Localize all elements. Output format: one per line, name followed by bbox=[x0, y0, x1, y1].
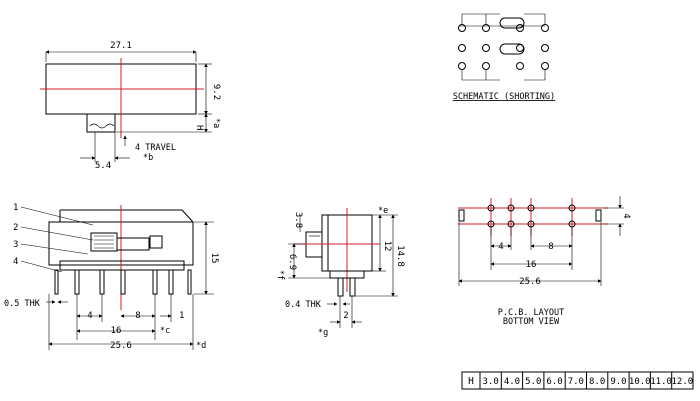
e-label: *e bbox=[378, 206, 388, 216]
side-pitch-4: 4 bbox=[87, 311, 92, 321]
pcb-dim-16: 16 bbox=[526, 260, 537, 270]
side-pitch-1: 1 bbox=[179, 311, 184, 321]
top-pitch-label: 5.4 bbox=[95, 161, 111, 171]
side-pitch-8: 8 bbox=[135, 311, 140, 321]
a-label: *a bbox=[211, 118, 221, 128]
end-view: 3.8 *e 12 14.8 6.9 *f 0.4 THK 2 *g bbox=[275, 206, 405, 338]
callout-3: 3 bbox=[13, 240, 18, 250]
d-label: *d bbox=[196, 341, 206, 351]
side-view: 1 2 3 4 15 0.5 THK 4 8 1 16 *c 25.6 bbox=[4, 203, 219, 351]
travel-label: 4 TRAVEL bbox=[135, 143, 176, 153]
side-thickness-label: 0.5 THK bbox=[4, 299, 41, 309]
h-table-value: 12.0 bbox=[672, 377, 694, 387]
actuator-top bbox=[86, 113, 116, 133]
end-dim-2: 2 bbox=[343, 311, 348, 321]
h-dim-label: H bbox=[194, 125, 204, 130]
h-table-value: 3.0 bbox=[483, 377, 499, 387]
pcb-title-2: BOTTOM VIEW bbox=[503, 317, 560, 327]
top-height-label: 9.2 bbox=[211, 84, 221, 100]
callout-2: 2 bbox=[13, 223, 18, 233]
c-label: *c bbox=[160, 326, 170, 336]
pcb-dim-256: 25.6 bbox=[519, 277, 541, 287]
g-label: *g bbox=[318, 328, 328, 338]
f-label: *f bbox=[275, 270, 285, 280]
pcb-dim-8: 8 bbox=[548, 242, 553, 252]
h-table-value: 8.0 bbox=[589, 377, 605, 387]
pcb-title-1: P.C.B. LAYOUT bbox=[498, 308, 565, 318]
h-table-value: 11.0 bbox=[650, 377, 672, 387]
side-overall-label: 25.6 bbox=[110, 341, 132, 351]
end-dim-148: 14.8 bbox=[395, 245, 405, 267]
pcb-slot-right bbox=[595, 209, 602, 222]
callout-1: 1 bbox=[13, 203, 18, 213]
h-table-value: 6.0 bbox=[546, 377, 562, 387]
pcb-layout: 4 4 8 16 25.6 P.C.B. LAYOUT BOTTOM VIEW bbox=[458, 196, 631, 327]
h-table-value: 10.0 bbox=[629, 377, 651, 387]
side-span-16: 16 bbox=[111, 326, 122, 336]
top-width-label: 27.1 bbox=[110, 41, 132, 51]
end-thickness-label: 0.4 THK bbox=[285, 300, 322, 310]
end-dim-69: 6.9 bbox=[287, 254, 297, 270]
pcb-dim-4: 4 bbox=[498, 242, 503, 252]
side-height-label: 15 bbox=[209, 253, 219, 264]
h-table-value: 9.0 bbox=[610, 377, 626, 387]
h-table-header: H bbox=[468, 376, 474, 387]
top-view: 27.1 5.4 4 TRAVEL *b 9.2 H *a bbox=[40, 41, 221, 171]
schematic-title: SCHEMATIC (SHORTING) bbox=[453, 92, 555, 102]
b-label: *b bbox=[143, 153, 153, 163]
pcb-dim-4-vert: 4 bbox=[621, 213, 631, 218]
end-dim-12: 12 bbox=[382, 241, 392, 252]
pcb-slot-left bbox=[458, 209, 465, 222]
callout-4: 4 bbox=[13, 257, 18, 267]
end-dim-38: 3.8 bbox=[293, 212, 303, 228]
h-table-value: 5.0 bbox=[525, 377, 541, 387]
h-table-value: 4.0 bbox=[504, 377, 520, 387]
h-table-value: 7.0 bbox=[568, 377, 584, 387]
side-pins bbox=[54, 269, 192, 295]
schematic: SCHEMATIC (SHORTING) bbox=[453, 13, 555, 102]
